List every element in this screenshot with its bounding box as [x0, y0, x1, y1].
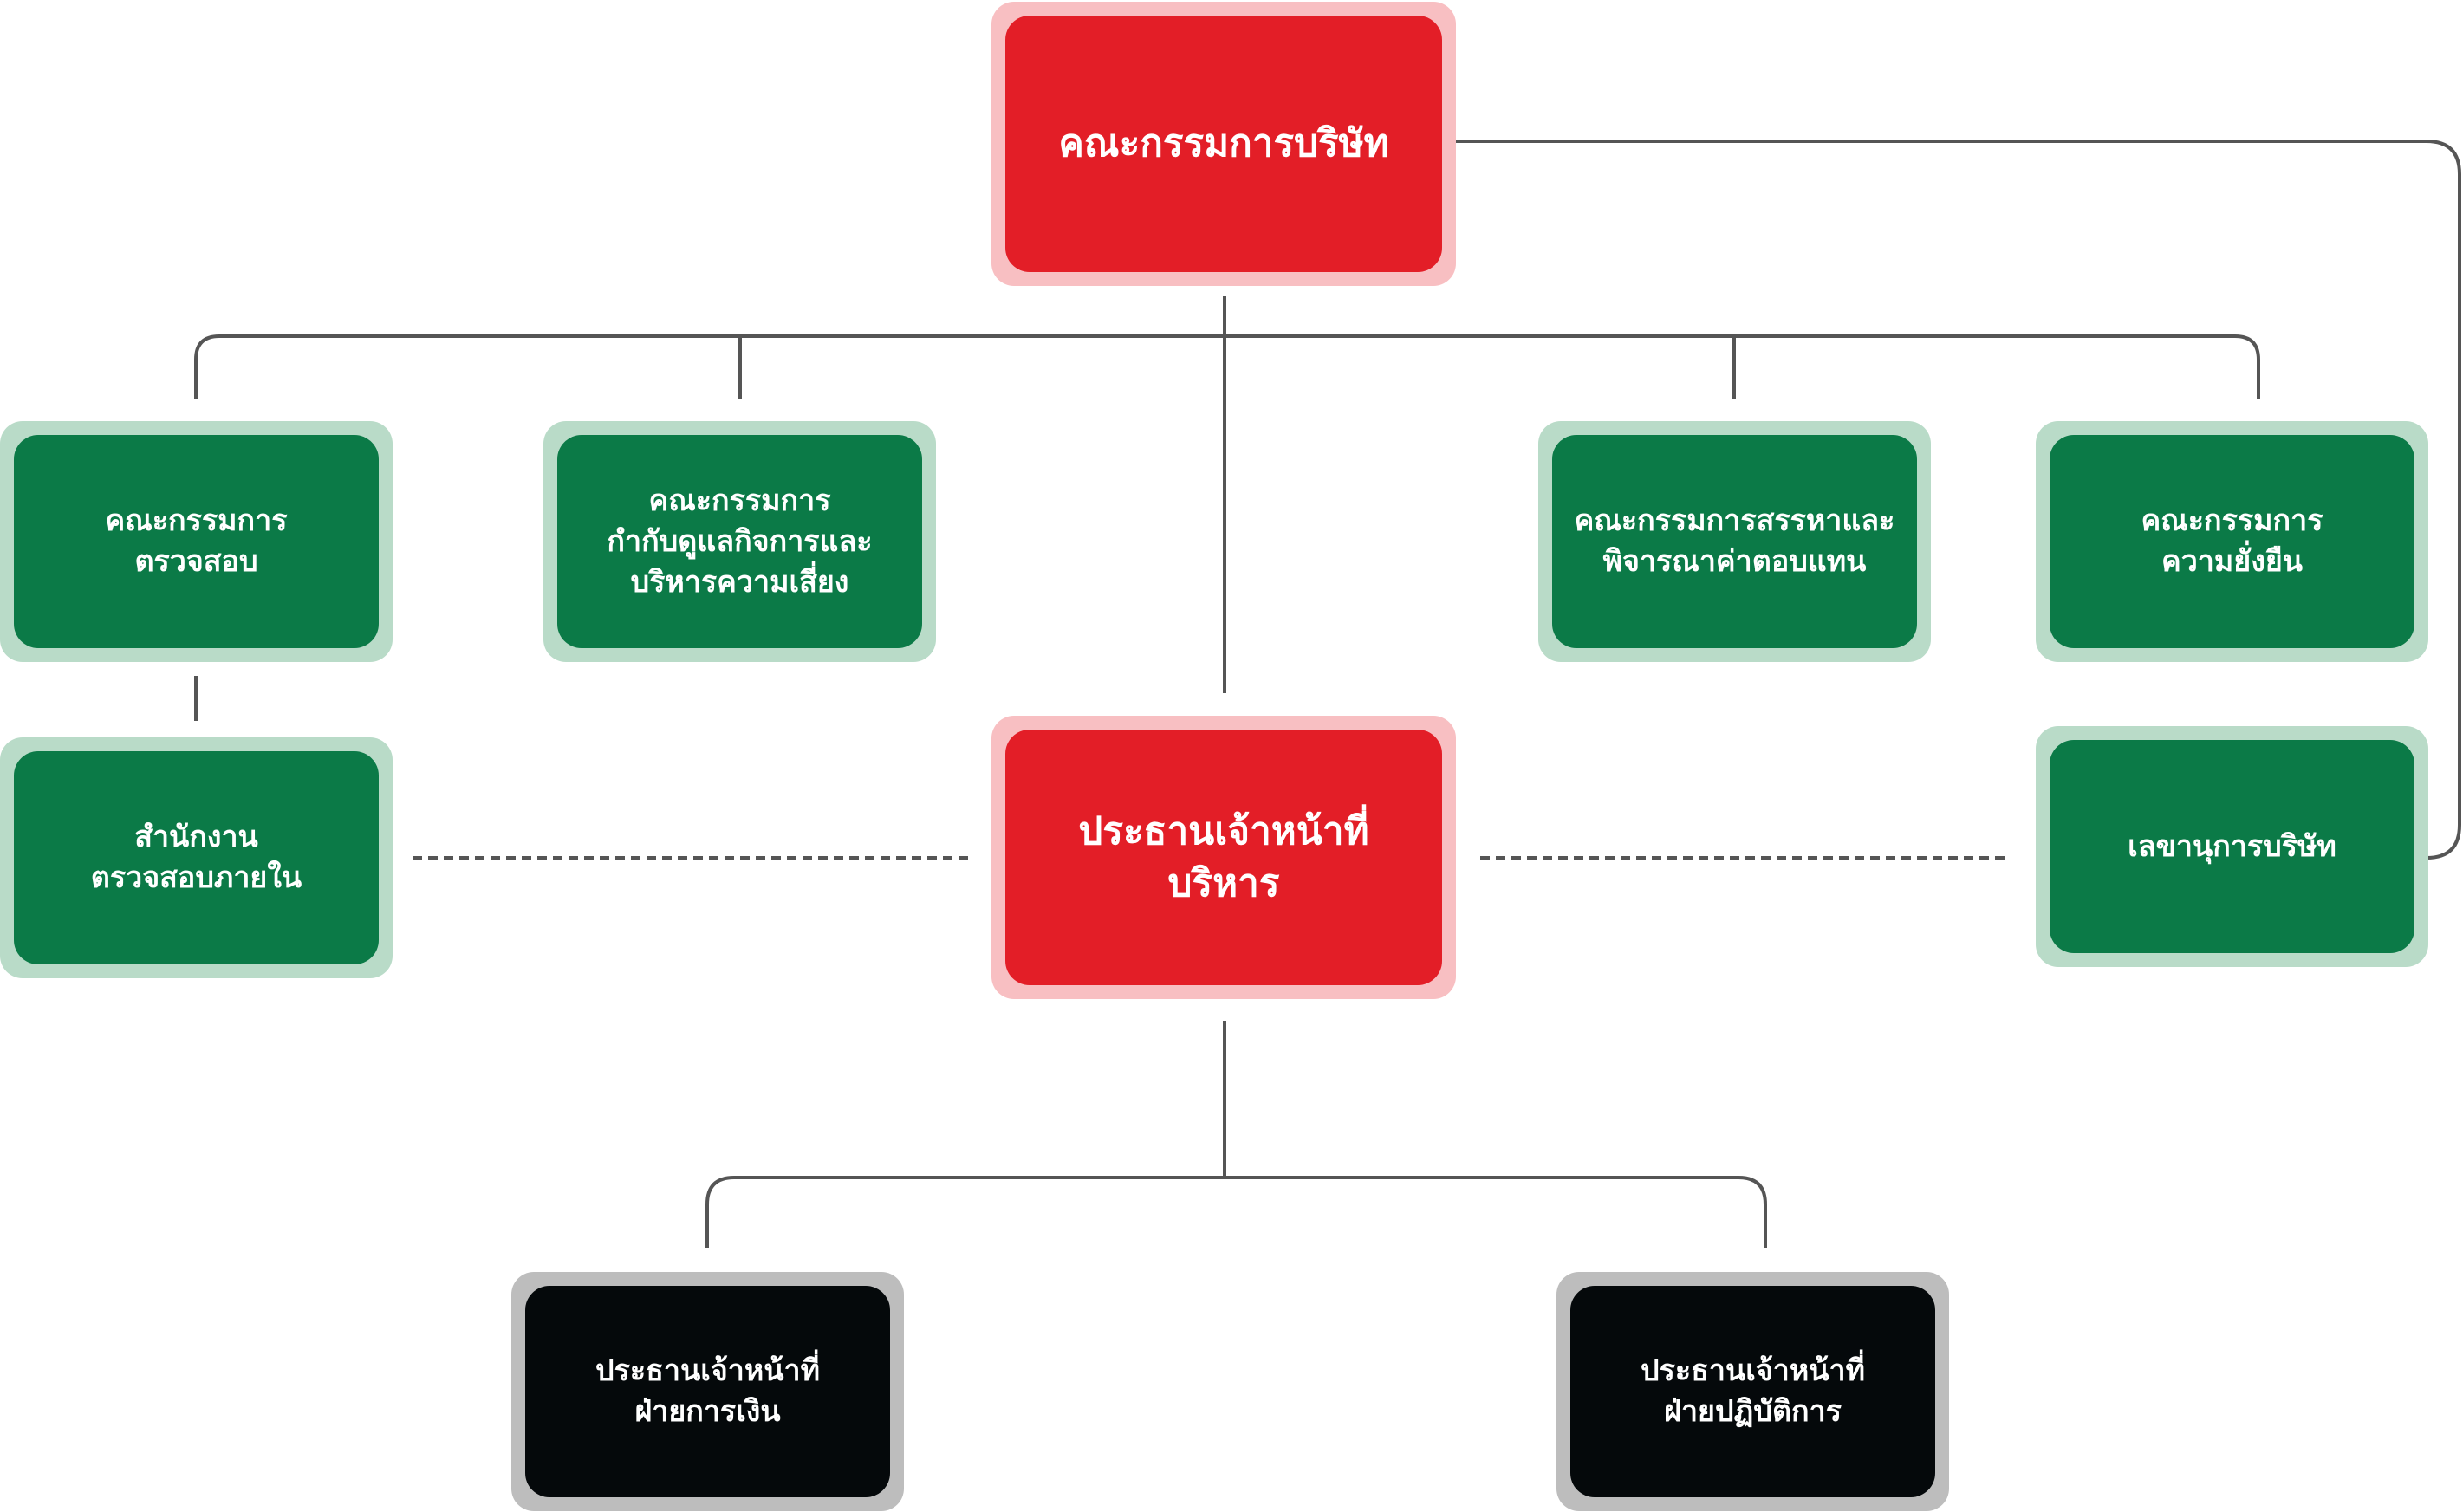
company-secretary-node: เลขานุการบริษัท	[2036, 726, 2428, 967]
board-node: คณะกรรมการบริษัท	[991, 2, 1456, 286]
sustainability-committee-label: คณะกรรมการ ความยั่งยืน	[2050, 435, 2414, 648]
cfo-label: ประธานเจ้าหน้าที่ ฝ่ายการเงิน	[525, 1286, 890, 1497]
company-secretary-label: เลขานุการบริษัท	[2050, 740, 2414, 953]
audit-committee-node: คณะกรรมการ ตรวจสอบ	[0, 421, 393, 662]
internal-audit-node: สำนักงาน ตรวจสอบภายใน	[0, 737, 393, 978]
committee-bus-line	[194, 334, 2260, 399]
board-to-secretary-line	[1454, 140, 2461, 860]
internal-audit-label: สำนักงาน ตรวจสอบภายใน	[14, 751, 379, 964]
ceo-node: ประธานเจ้าหน้าที่ บริหาร	[991, 716, 1456, 999]
governance-committee-label: คณะกรรมการ กำกับดูแลกิจการและ บริหารความ…	[557, 435, 922, 648]
board-label: คณะกรรมการบริษัท	[1005, 16, 1442, 272]
coo-node: ประธานเจ้าหน้าที่ ฝ่ายปฏิบัติการ	[1556, 1272, 1949, 1511]
sustainability-committee-node: คณะกรรมการ ความยั่งยืน	[2036, 421, 2428, 662]
governance-committee-node: คณะกรรมการ กำกับดูแลกิจการและ บริหารความ…	[543, 421, 936, 662]
cfo-node: ประธานเจ้าหน้าที่ ฝ่ายการเงิน	[511, 1272, 904, 1511]
ceo-label: ประธานเจ้าหน้าที่ บริหาร	[1005, 730, 1442, 985]
audit-committee-label: คณะกรรมการ ตรวจสอบ	[14, 435, 379, 648]
nomination-committee-label: คณะกรรมการสรรหาและ พิจารณาค่าตอบแทน	[1552, 435, 1917, 648]
coo-label: ประธานเจ้าหน้าที่ ฝ่ายปฏิบัติการ	[1570, 1286, 1935, 1497]
executives-bus-line	[705, 1176, 1767, 1248]
nomination-committee-node: คณะกรรมการสรรหาและ พิจารณาค่าตอบแทน	[1538, 421, 1931, 662]
